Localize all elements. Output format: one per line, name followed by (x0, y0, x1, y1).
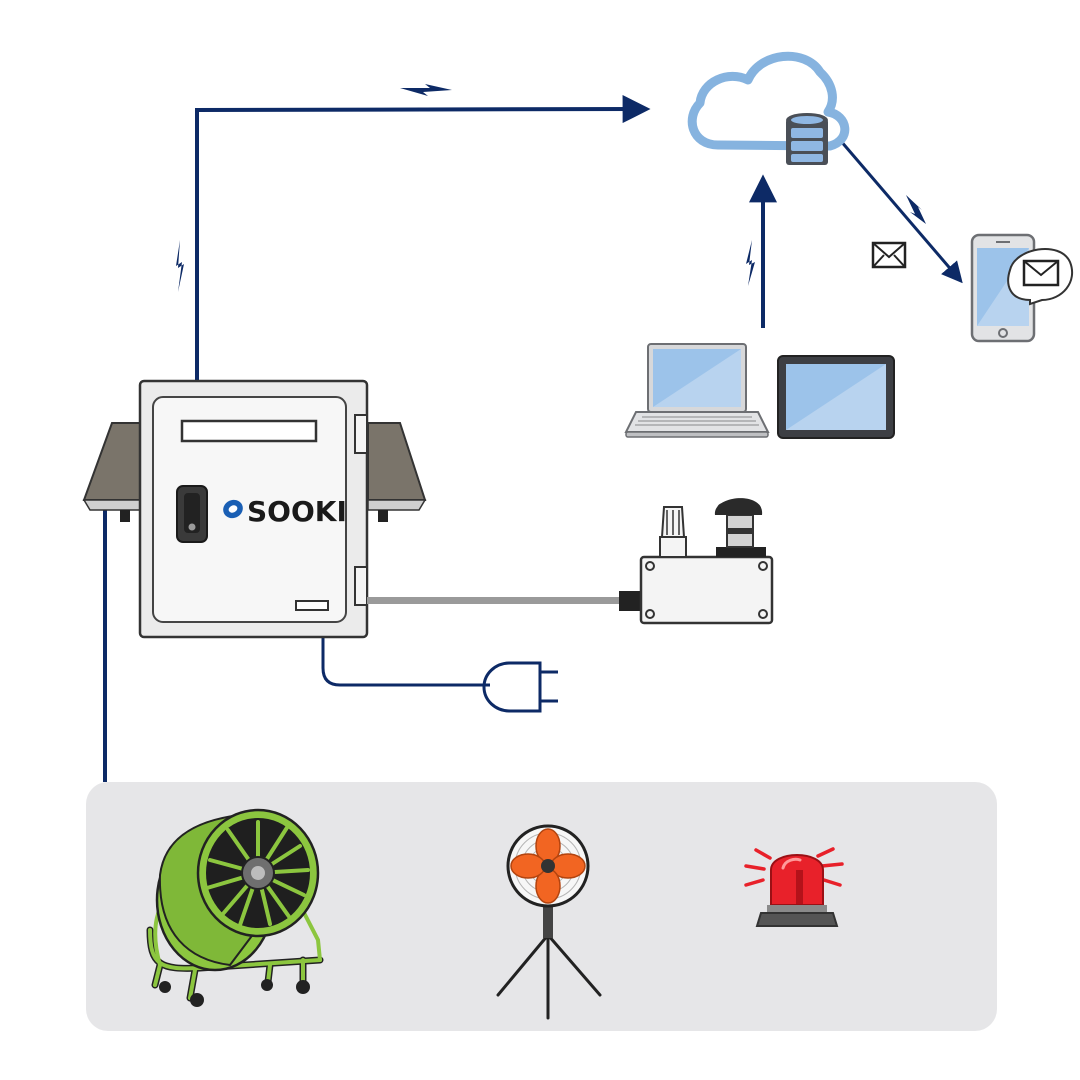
wireless-signal-icon (746, 240, 755, 286)
wireless-signal-icon (400, 84, 452, 96)
laptop-icon (624, 343, 770, 438)
mail-icon (871, 241, 907, 269)
lock-handle-icon (176, 485, 208, 543)
tablet-icon (777, 355, 895, 439)
sooki-logo: SOOKI (223, 495, 347, 528)
industrial-fan-icon (146, 808, 324, 1007)
warning-beacon-icon (744, 847, 844, 927)
sensor-cable (367, 597, 619, 604)
control-box: SOOKI (82, 379, 427, 639)
left-bracket (82, 422, 143, 501)
wireless-signal-icon (906, 195, 926, 224)
right-bracket (367, 422, 427, 501)
cloud-to-phone-line (838, 139, 963, 284)
message-bubble-icon (1007, 247, 1073, 306)
power-cable (321, 638, 490, 687)
wireless-signal-icon (176, 240, 184, 292)
sensor-icon (619, 498, 774, 625)
plug-icon (482, 661, 558, 713)
stand-fan-icon (496, 824, 602, 1020)
connection-lines (103, 95, 963, 782)
database-icon (786, 113, 828, 165)
brand-logo-text: SOOKI (247, 495, 347, 528)
wireless-signal-icons (176, 84, 926, 292)
controller-to-cloud-line (195, 95, 651, 380)
